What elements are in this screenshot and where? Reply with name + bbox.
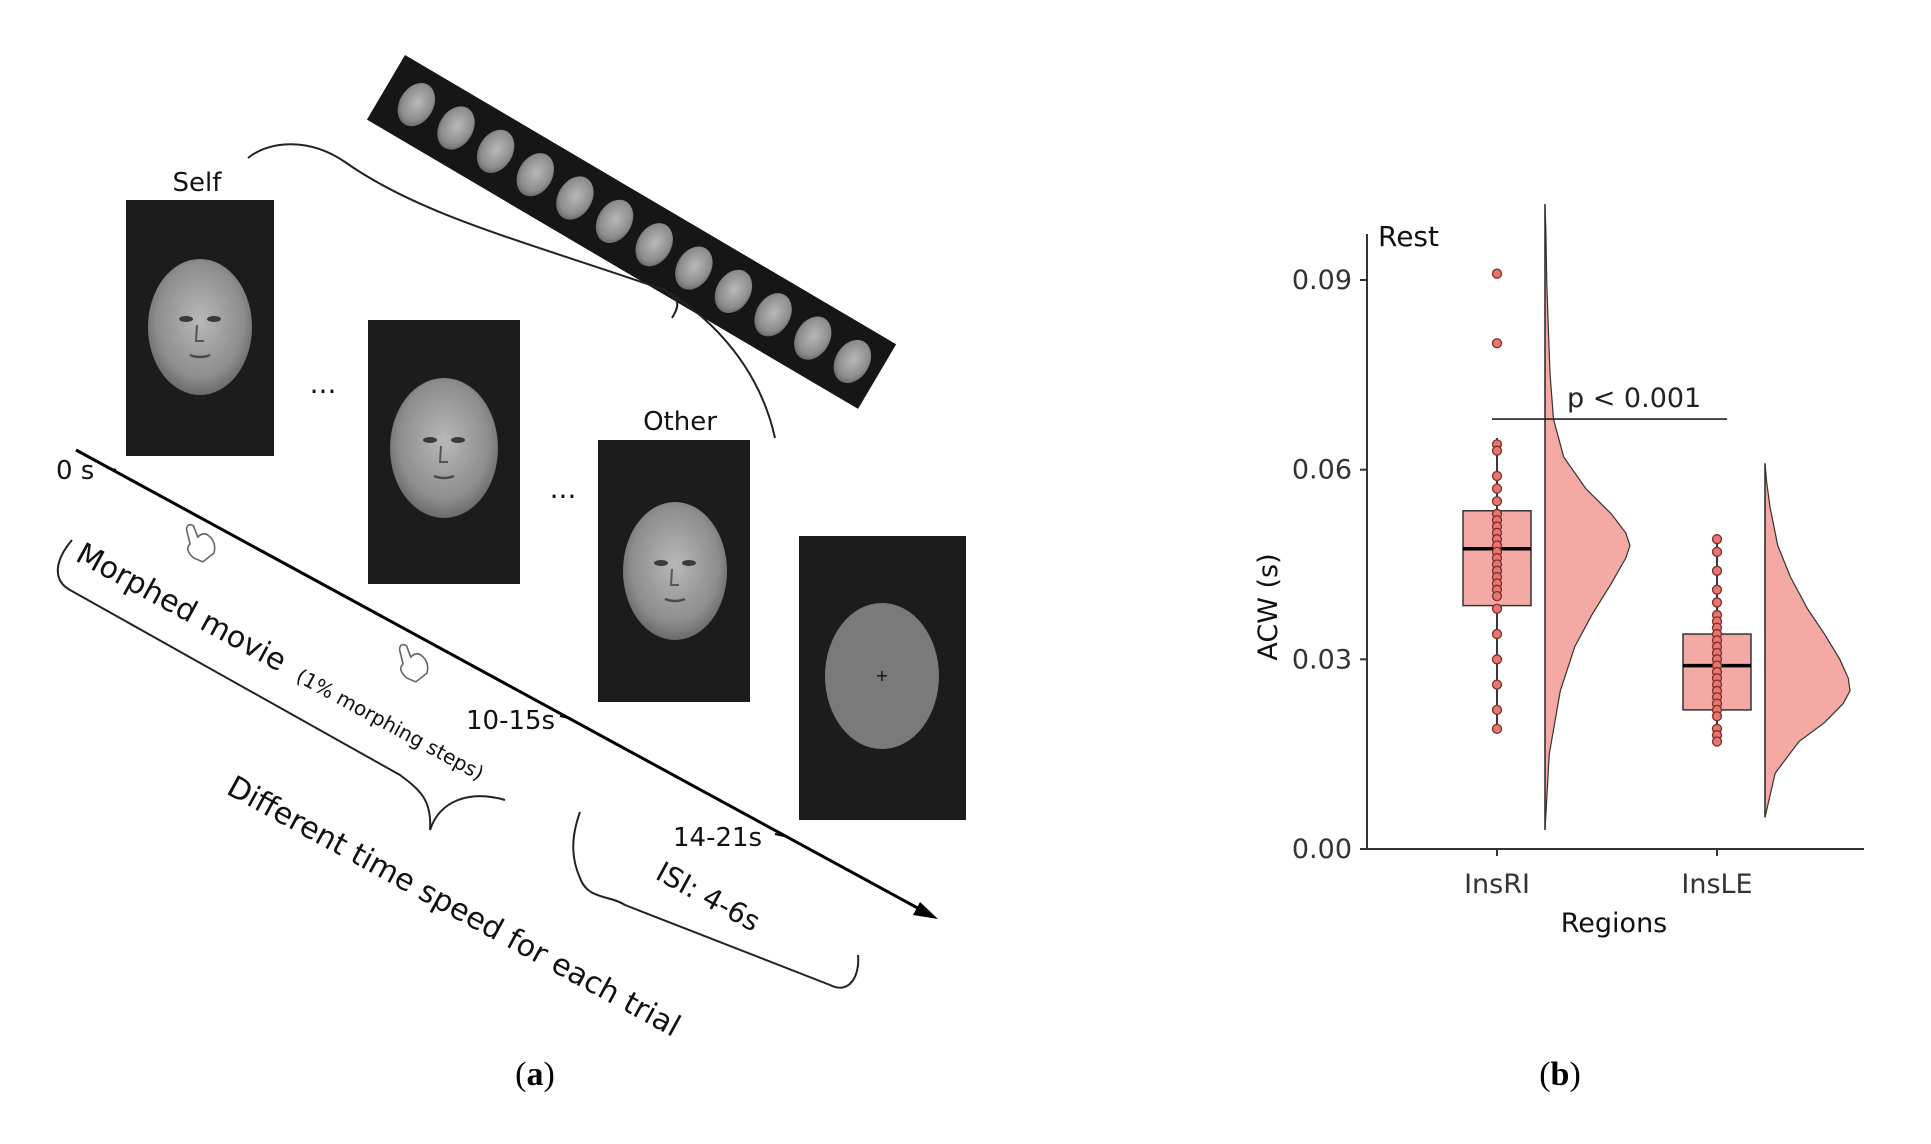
point-insri-26	[1491, 723, 1503, 735]
y-tick-label-2: 0.06	[1292, 455, 1352, 486]
morph-duration-brace	[56, 539, 506, 831]
fixation-cross: +	[875, 666, 888, 685]
point-insri-0	[1491, 268, 1503, 279]
time-label-10-15s: 10-15s	[466, 706, 555, 736]
point-insle-0	[1711, 534, 1723, 545]
different-speed-label: Different time speed for each trial	[221, 769, 686, 1044]
point-insri-5	[1491, 483, 1503, 494]
filmstrip-faces	[397, 83, 872, 384]
point-insle-2	[1711, 565, 1723, 576]
fixation-card: +	[799, 536, 966, 820]
ellipsis-2: ...	[550, 472, 577, 505]
point-insri-21	[1491, 603, 1503, 614]
point-insle-24	[1711, 736, 1723, 747]
x-tick-label-insle: InsLE	[1681, 869, 1752, 900]
other-label: Other	[643, 407, 717, 437]
y-axis-label: ACW (s)	[1253, 553, 1284, 660]
point-insri-25	[1491, 704, 1503, 716]
point-insri-4	[1491, 470, 1503, 482]
self-face-card	[126, 200, 274, 456]
point-insri-20	[1491, 590, 1503, 602]
density-insle	[1764, 463, 1851, 818]
x-axis-label: Regions	[1561, 908, 1668, 939]
ellipsis-1: ...	[310, 367, 337, 400]
morphed-movie-text: Morphed movie	[70, 536, 292, 679]
significance-label: p < 0.001	[1567, 383, 1701, 414]
x-tick-label-insri: InsRI	[1464, 869, 1530, 900]
panel-b-chart: Rest ACW (s) Regions 0.00 0.03 0.06 0.09Ins…	[1253, 204, 1864, 1093]
point-insri-23	[1491, 654, 1503, 665]
isi-label: ISI: 4-6s	[651, 855, 766, 938]
point-insri-22	[1491, 628, 1503, 640]
y-tick-label-1: 0.03	[1292, 644, 1352, 675]
y-tick-label-0: 0.00	[1292, 834, 1352, 865]
hand-pointer-icon-1	[185, 523, 216, 563]
isi-brace	[572, 811, 860, 989]
point-insri-6	[1491, 496, 1503, 507]
point-insle-1	[1711, 546, 1723, 558]
point-insri-3	[1491, 445, 1503, 456]
hand-pointer-icon-2	[398, 643, 429, 683]
time-label-14-21s: 14-21s	[673, 823, 762, 853]
morph-brace	[247, 143, 776, 439]
point-insle-4	[1711, 597, 1723, 608]
point-insle-21	[1711, 711, 1723, 722]
point-insri-1	[1491, 338, 1503, 349]
point-insle-3	[1711, 584, 1723, 595]
time-label-0s: 0 s	[56, 456, 94, 486]
middle-face-card	[368, 320, 520, 584]
self-label: Self	[173, 168, 223, 198]
morph-steps-text: (1% morphing steps)	[292, 664, 488, 786]
y-tick-label-3: 0.09	[1292, 265, 1352, 296]
panel-b-caption: (b)	[1539, 1056, 1581, 1093]
filmstrip	[366, 55, 897, 409]
other-face-card	[598, 440, 750, 702]
chart-title: Rest	[1378, 220, 1439, 253]
point-insri-24	[1491, 679, 1503, 690]
panel-a: Self ... ... Other +	[56, 55, 966, 1093]
density-insri	[1544, 204, 1631, 831]
panel-a-caption: (a)	[515, 1056, 555, 1093]
